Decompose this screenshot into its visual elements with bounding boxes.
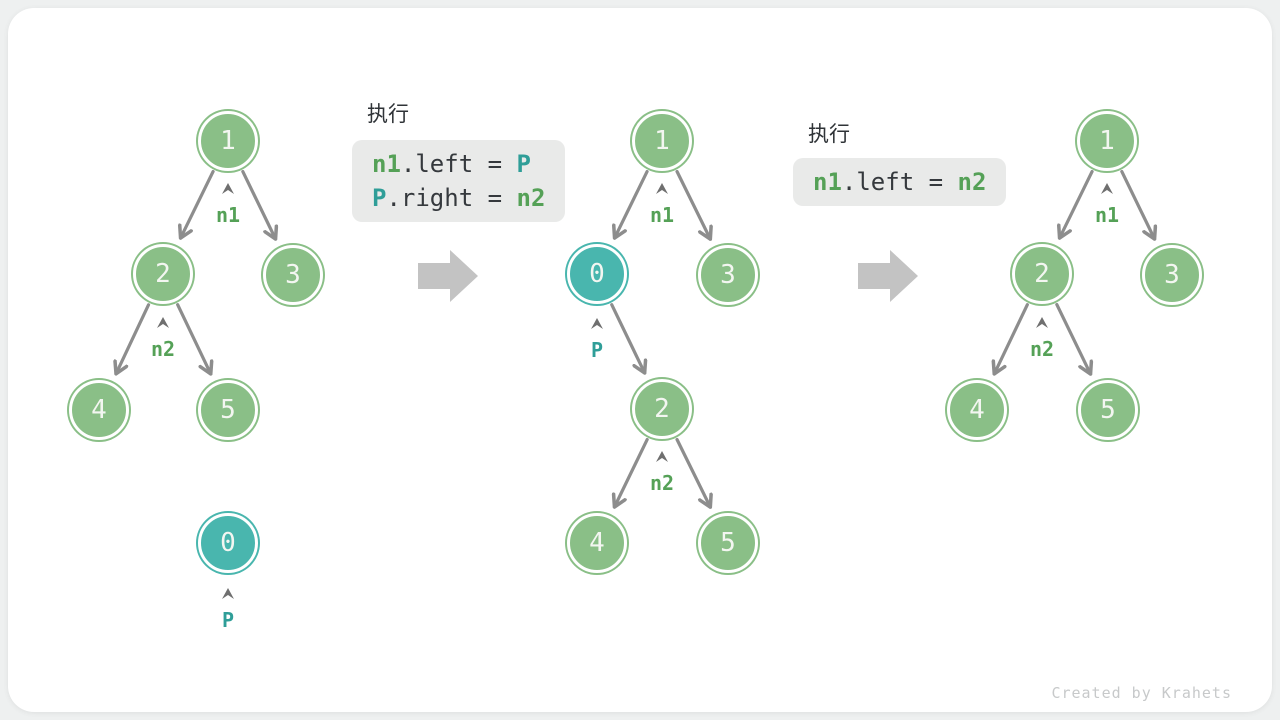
pointer-label-n2: n2	[150, 337, 176, 361]
caret-up-icon	[591, 318, 603, 329]
tree-node-tree-after-remove-1: 1	[1077, 111, 1137, 171]
code-token: n1	[372, 150, 401, 178]
credit-text: Created by Krahets	[1051, 684, 1232, 702]
tree-node-tree-after-insert-3: 3	[698, 245, 758, 305]
code-token: .left =	[400, 150, 517, 178]
edges-layer	[8, 169, 1272, 599]
tree-edges	[116, 169, 1155, 508]
code-token: n2	[516, 184, 546, 212]
tree-node-tree-initial-3: 3	[263, 245, 323, 305]
pointer-label-P: P	[221, 608, 235, 632]
tree-node-tree-after-remove-4: 4	[947, 380, 1007, 440]
tree-node-tree-after-insert-2: 2	[632, 379, 692, 439]
pointer-label-n1: n1	[215, 203, 241, 227]
code-token: .right =	[386, 184, 517, 212]
tree-node-tree-after-remove-2: 2	[1012, 244, 1072, 304]
pointer-label-n1: n1	[1094, 203, 1120, 227]
tree-node-tree-after-remove-3: 3	[1142, 245, 1202, 305]
caret-up-icon	[1036, 317, 1048, 328]
code-token: n2	[957, 168, 987, 196]
caret-up-icon	[1101, 183, 1113, 194]
code-token: n1	[813, 168, 842, 196]
caret-up-icon	[157, 317, 169, 328]
tree-node-tree-after-remove-5: 5	[1078, 380, 1138, 440]
pointer-label-n2: n2	[1029, 337, 1055, 361]
tree-node-tree-after-insert-4: 4	[567, 513, 627, 573]
tree-node-tree-initial-4: 4	[69, 380, 129, 440]
code-token: P	[516, 150, 531, 178]
caret-up-icon	[656, 183, 668, 194]
tree-node-tree-initial-2: 2	[133, 244, 193, 304]
right-block-arrow-icon	[418, 250, 478, 302]
tree-node-tree-after-insert-5: 5	[698, 513, 758, 573]
code-exec-title-1: 执行	[367, 102, 409, 126]
pointer-label-n2: n2	[649, 471, 675, 495]
tree-node-tree-after-insert-0: 0	[567, 244, 627, 304]
code-box-2: n1.left = n2	[793, 158, 1007, 206]
pointer-label-P: P	[590, 338, 604, 362]
code-token: .left =	[841, 168, 958, 196]
code-exec-title-2: 执行	[808, 122, 850, 146]
tree-node-tree-initial-1: 1	[198, 111, 258, 171]
code-line: P.right = n2	[372, 181, 545, 215]
caret-up-icon	[656, 451, 668, 462]
pointer-label-n1: n1	[649, 203, 675, 227]
right-block-arrow-icon	[858, 250, 918, 302]
tree-node-tree-after-insert-1: 1	[632, 111, 692, 171]
caret-up-icon	[222, 183, 234, 194]
code-token: P	[372, 184, 387, 212]
pointer-carets	[157, 183, 1113, 599]
code-line: n1.left = P	[372, 147, 545, 181]
code-line: n1.left = n2	[813, 165, 986, 199]
flow-arrows	[418, 250, 918, 302]
caret-up-icon	[222, 588, 234, 599]
tree-node-tree-initial-5: 5	[198, 380, 258, 440]
tree-node-tree-initial-0: 0	[198, 513, 258, 573]
